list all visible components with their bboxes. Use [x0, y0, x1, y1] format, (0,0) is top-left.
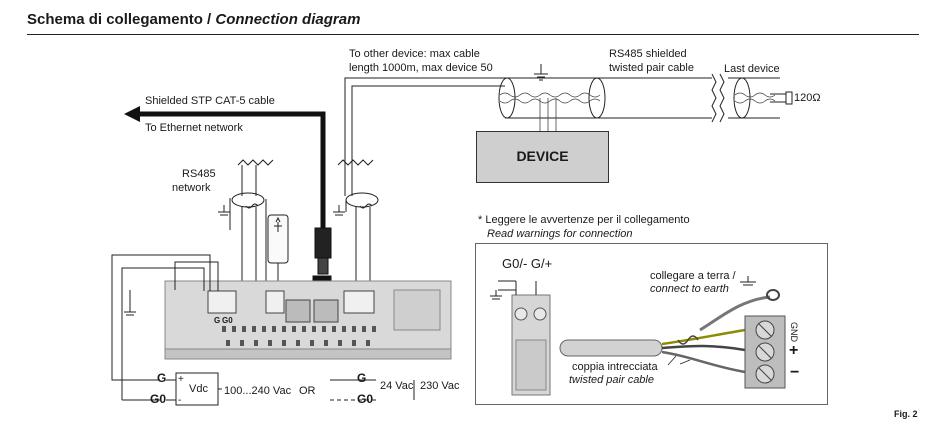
twisted-pair-cable-detail — [559, 328, 746, 374]
label-to-ethernet: To Ethernet network — [145, 122, 243, 134]
label-power-g: G — [157, 371, 167, 385]
label-vdc: Vdc — [189, 383, 208, 395]
page-title: Schema di collegamento / Connection diag… — [27, 11, 361, 28]
figure-number: Fig. 2 — [894, 409, 918, 419]
rs485-network-left — [229, 159, 274, 300]
ground-symbol-top — [534, 64, 548, 81]
warning-text-it: * Leggere le avvertenze per il collegame… — [478, 214, 690, 226]
label-terminal-g0: G0 — [222, 316, 233, 325]
label-twisted-en: twisted pair cable — [569, 374, 654, 386]
ground-symbol-right-rs485 — [333, 205, 345, 216]
label-vdc-plus: + — [178, 374, 184, 385]
device-box — [476, 131, 609, 183]
label-plus: + — [789, 342, 799, 359]
label-power2-g0: G0 — [357, 392, 374, 406]
earth-wire — [699, 289, 780, 332]
label-or: OR — [299, 385, 316, 397]
controller-vent-slots — [222, 326, 376, 346]
terminator-resistor — [770, 91, 793, 105]
warning-detail-box — [475, 243, 828, 405]
rs485-bus-lines — [344, 77, 780, 160]
label-rs485-network-2: network — [172, 182, 211, 194]
label-last-device: Last device — [724, 63, 780, 75]
warning-text-en: Read warnings for connection — [487, 228, 633, 240]
warning-detail-terminal — [511, 294, 551, 396]
label-power-g0: G0 — [150, 392, 167, 406]
screw-terminal-block — [744, 315, 786, 389]
ground-symbol-left-rs485 — [218, 205, 230, 216]
twisted-pair-top — [499, 92, 776, 131]
label-twisted-it: coppia intrecciata — [572, 361, 658, 373]
device-label: DEVICE — [516, 148, 569, 164]
rs485-network-right — [337, 159, 379, 300]
ground-symbol-earth — [740, 276, 756, 286]
label-terminal-g: G — [214, 316, 221, 325]
label-earth-en: connect to earth — [650, 283, 729, 295]
dc-supply-box — [166, 372, 222, 406]
label-to-other-device-2: length 1000m, max device 50 — [349, 62, 493, 74]
label-gnd: GND — [789, 322, 799, 342]
power-wiring — [111, 254, 219, 401]
ground-symbol-warning — [490, 290, 502, 300]
ground-symbol-controller — [124, 305, 136, 316]
label-minus: − — [790, 364, 800, 381]
label-ac-range: 100...240 Vac — [224, 385, 292, 397]
ethernet-cable-arrow — [124, 106, 326, 230]
label-rs485-network-1: RS485 — [182, 168, 216, 180]
label-resistor: 120Ω — [794, 92, 821, 104]
title-divider — [27, 34, 919, 35]
label-power2-g: G — [357, 371, 367, 385]
warning-detail-wiring — [498, 280, 537, 295]
page-title-english: Connection diagram — [215, 11, 361, 28]
label-24vac: 24 Vac — [380, 380, 414, 392]
label-g0-g: G0/- G/+ — [502, 256, 553, 271]
label-to-other-device-1: To other device: max cable — [349, 48, 480, 60]
label-rs485-shielded-2: twisted pair cable — [609, 62, 694, 74]
label-rs485-shielded-1: RS485 shielded — [609, 48, 687, 60]
cable-sleeve-left — [498, 73, 751, 123]
ac-supply-lines — [330, 379, 415, 401]
label-shielded-stp: Shielded STP CAT-5 cable — [145, 95, 275, 107]
controller-unit — [164, 280, 452, 360]
label-earth-it: collegare a terra / — [650, 270, 736, 282]
terminal-callout-lines — [667, 355, 691, 366]
label-vdc-minus: - — [178, 395, 182, 406]
label-230vac: 230 Vac — [420, 380, 460, 392]
